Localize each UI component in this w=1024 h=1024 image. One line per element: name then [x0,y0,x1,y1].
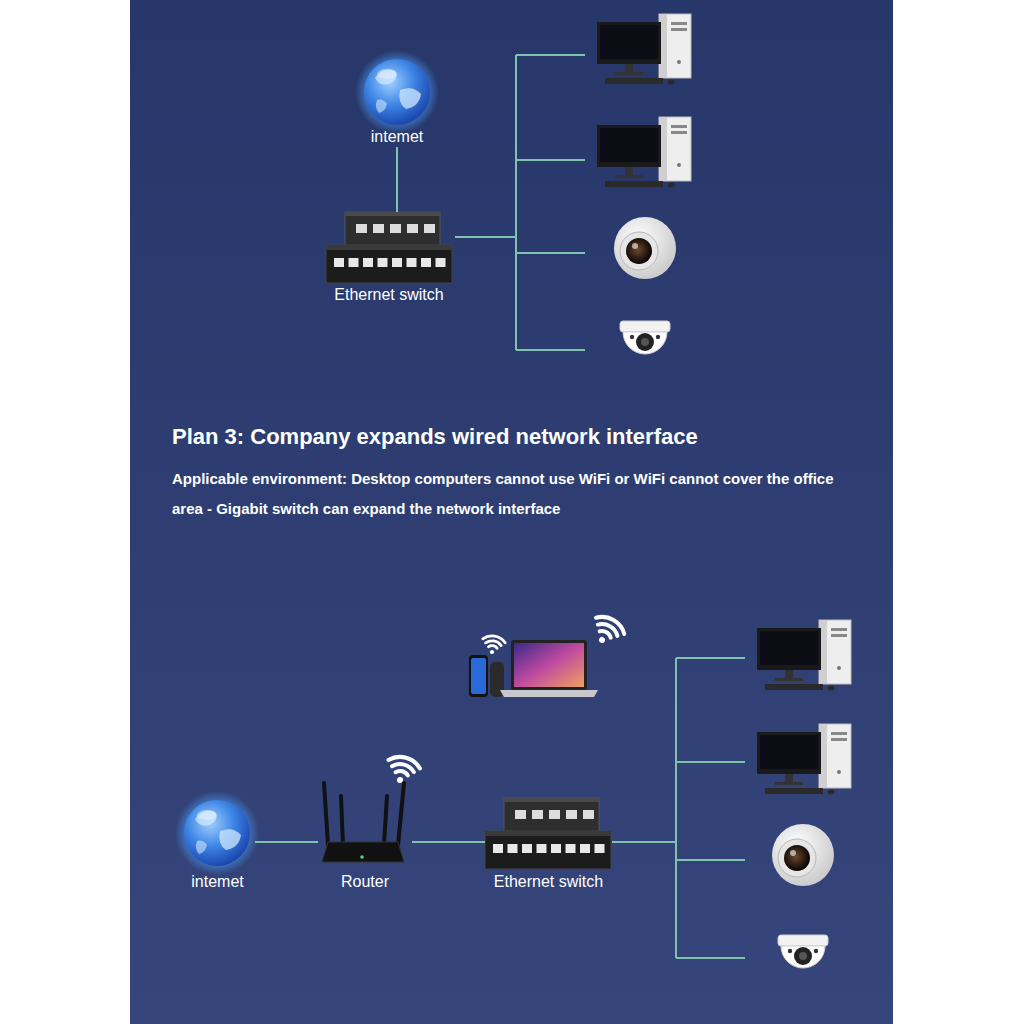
dome-camera [620,321,670,354]
node-label: Ethernet switch [306,285,472,305]
wire [675,658,677,958]
wire [676,658,745,958]
router-antennas [324,783,404,845]
switch-icon [326,212,452,283]
globe-icon [175,791,259,875]
panel-background [130,0,893,1024]
antenna [341,796,343,845]
switch-node: Ethernet switch [326,212,452,305]
node-label: intemet [160,872,275,892]
desktop-computer [597,117,691,188]
router-node: Router [318,775,412,892]
network-cable [396,147,398,212]
switch-node: Ethernet switch [485,798,612,892]
globe-icon [355,50,439,134]
laptop-base [500,690,598,697]
wireless-devices [469,640,598,697]
desktop-computer [757,724,851,795]
laptop-screen [514,643,584,687]
wire [515,55,517,350]
wifi-symbol [480,634,506,656]
antenna [384,796,387,845]
plan-description: Applicable environment: Desktop computer… [172,464,862,524]
desktop-computer [757,620,851,691]
node-label: Router [298,872,432,892]
device-wiring [612,658,745,958]
phone [469,655,488,697]
wifi-symbol [383,753,421,787]
node-label: intemet [340,127,454,147]
wire [455,236,516,238]
network-cable [255,841,318,843]
plan-heading: Plan 3: Company expands wired network in… [172,423,872,451]
laptop-lid [511,640,587,690]
antenna [324,783,328,845]
node-label: Ethernet switch [465,872,632,892]
antenna [398,783,404,845]
globe-node: intemet [180,797,255,892]
phone-screen [471,658,486,694]
network-cable [412,841,485,843]
wifi-symbol [586,612,627,651]
dome-camera [778,935,828,968]
panoramic-camera [614,217,676,279]
switch-icon [485,798,611,869]
panoramic-camera [772,824,834,886]
router-icon [322,783,404,862]
device-wiring [455,55,585,350]
router-led [360,855,364,859]
wire [612,841,676,843]
desktop-computer [597,14,691,85]
wire [516,55,585,350]
globe-node: intemet [360,55,434,147]
router-body [322,842,404,862]
